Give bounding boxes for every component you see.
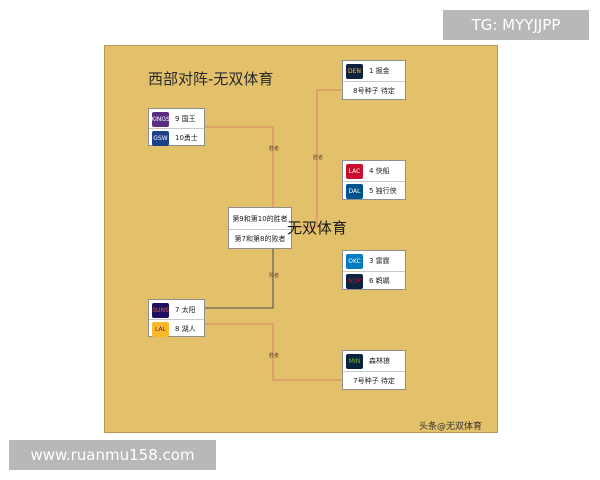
team-label-warriors: 10勇士 — [175, 134, 198, 142]
matchup-middle: 第9和第10的胜者 第7和第8的败者 — [228, 207, 292, 249]
wolves-logo-icon: MIN — [346, 353, 363, 369]
slot-row-7seed: 7号种子 待定 — [343, 371, 405, 390]
team-row-kings: KINGS 9 国王 — [149, 110, 204, 128]
team-row-mavericks: DAL 5 独行侠 — [343, 181, 405, 200]
team-label-pelicans: 6 鹈鹕 — [369, 277, 390, 285]
edge-label-winner-2: 胜者 — [313, 155, 324, 161]
slot-row-8seed: 8号种子 待定 — [343, 81, 405, 100]
slot-label-7seed: 7号种子 待定 — [353, 377, 395, 385]
matchup-7-8: SUNS 7 太阳 LAL 8 湖人 — [148, 299, 205, 337]
middle-label-2: 第7和第8的败者 — [234, 235, 286, 243]
watermark-text: 无双体育 — [287, 219, 348, 237]
line-middle-to-8seed — [292, 89, 342, 228]
nuggets-logo-icon: DEN — [346, 63, 363, 79]
site-banner: www.ruanmu158.com — [9, 440, 216, 470]
team-row-nuggets: DEN 1 掘金 — [343, 62, 405, 80]
middle-row-2: 第7和第8的败者 — [229, 229, 291, 248]
team-label-wolves: 森林狼 — [369, 357, 390, 365]
team-label-clippers: 4 快船 — [369, 167, 390, 175]
team-label-nuggets: 1 掘金 — [369, 67, 390, 75]
line-7-8-to-middle — [205, 249, 274, 309]
middle-row-1: 第9和第10的胜者 — [229, 210, 291, 228]
clippers-logo-icon: LAC — [346, 163, 363, 179]
team-row-lakers: LAL 8 湖人 — [149, 319, 204, 338]
team-label-lakers: 8 湖人 — [175, 325, 196, 333]
lakers-logo-icon: LAL — [152, 321, 169, 337]
team-row-suns: SUNS 7 太阳 — [149, 301, 204, 319]
team-label-suns: 7 太阳 — [175, 306, 196, 314]
edge-label-winner-3: 胜者 — [269, 353, 280, 359]
warriors-logo-icon: GSW — [152, 130, 169, 146]
team-label-mavericks: 5 独行侠 — [369, 187, 397, 195]
edge-label-loser: 败者 — [269, 273, 280, 279]
matchup-2-7: MIN 森林狼 7号种子 待定 — [342, 350, 406, 390]
team-label-kings: 9 国王 — [175, 115, 196, 123]
matchup-9-10: KINGS 9 国王 GSW 10勇士 — [148, 108, 205, 146]
team-row-wolves: MIN 森林狼 — [343, 352, 405, 370]
slot-label-8seed: 8号种子 待定 — [353, 87, 395, 95]
team-label-thunder: 3 雷霆 — [369, 257, 390, 265]
line-9-10-to-middle — [205, 126, 274, 207]
matchup-3-6: OKC 3 雷霆 NOP 6 鹈鹕 — [342, 250, 406, 290]
matchup-1-8: DEN 1 掘金 8号种子 待定 — [342, 60, 406, 100]
suns-logo-icon: SUNS — [152, 302, 169, 318]
tg-banner: TG: MYYJJPP — [443, 10, 589, 40]
team-row-warriors: GSW 10勇士 — [149, 128, 204, 147]
pelicans-logo-icon: NOP — [346, 273, 363, 289]
team-row-clippers: LAC 4 快船 — [343, 162, 405, 180]
line-7-8-to-7seed — [205, 323, 342, 381]
middle-label-1: 第9和第10的胜者 — [232, 215, 288, 223]
matchup-4-5: LAC 4 快船 DAL 5 独行侠 — [342, 160, 406, 200]
team-row-pelicans: NOP 6 鹈鹕 — [343, 271, 405, 290]
credit-watermark: 头条@无双体育 — [419, 422, 483, 432]
bracket-title: 西部对阵-无双体育 — [148, 70, 274, 88]
thunder-logo-icon: OKC — [346, 253, 363, 269]
edge-label-winner-1: 胜者 — [269, 146, 280, 152]
kings-logo-icon: KINGS — [152, 111, 169, 127]
mavericks-logo-icon: DAL — [346, 183, 363, 199]
team-row-thunder: OKC 3 雷霆 — [343, 252, 405, 270]
